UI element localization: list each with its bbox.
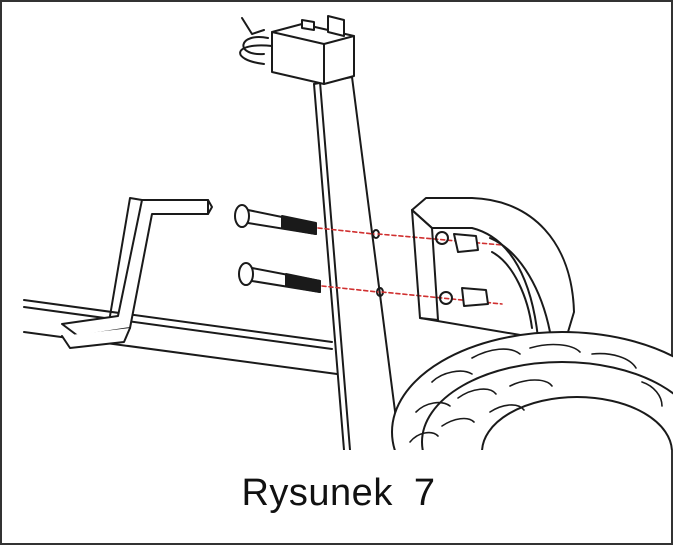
upright-post: [313, 76, 401, 450]
bolt-lower: [238, 262, 321, 293]
bolt-upper: [234, 204, 317, 235]
top-clamp: [239, 15, 355, 85]
wheel-tire: [391, 331, 673, 450]
wheel-bracket: [411, 197, 575, 339]
hex-key-tool: [61, 197, 213, 349]
figure-caption: Rysunek 7: [241, 472, 436, 514]
